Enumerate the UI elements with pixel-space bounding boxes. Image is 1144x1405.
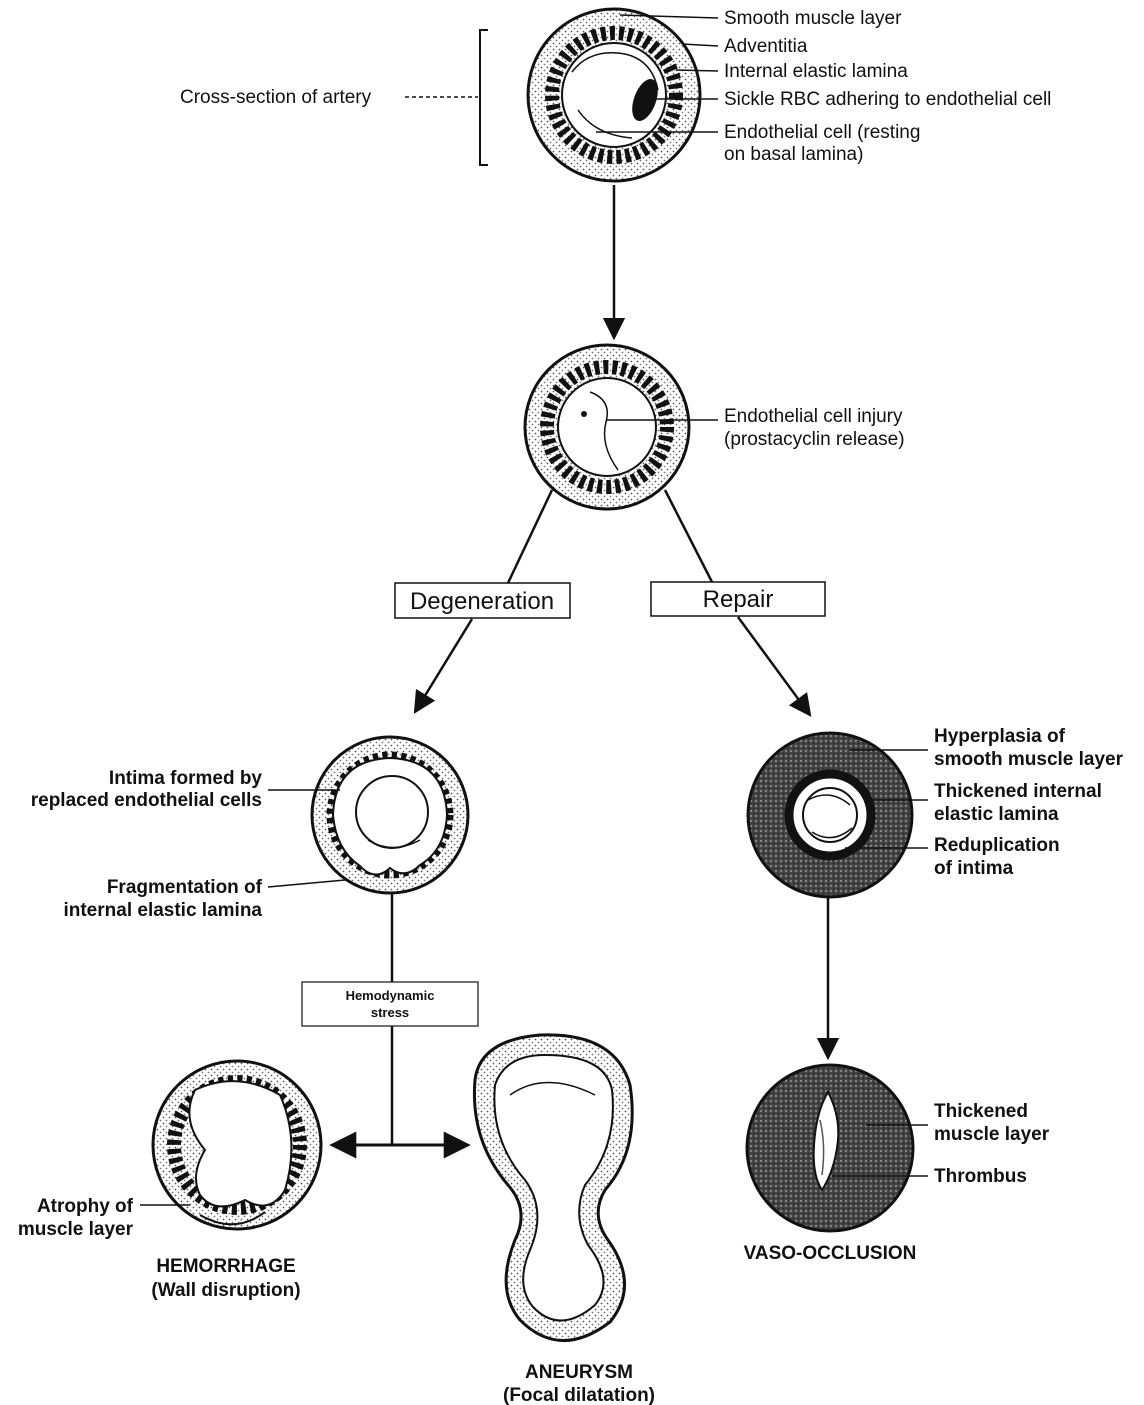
branch-line-left (506, 489, 554, 584)
vaso-occlusion-artery-figure (745, 1063, 915, 1233)
smooth-muscle-label: Smooth muscle layer (724, 8, 902, 29)
injury-label-line2: (prostacyclin release) (724, 429, 905, 450)
hyperplasia-label-line2: smooth muscle layer (934, 749, 1124, 770)
degenerated-artery-figure (310, 735, 470, 895)
degeneration-box: Degeneration (394, 582, 571, 619)
endothelial-label-line1: Endothelial cell (resting (724, 122, 920, 143)
stress-label-line1: Hemodynamic (346, 988, 435, 1003)
aneurysm-figure (472, 1033, 634, 1342)
intima-label-line2: replaced endothelial cells (31, 790, 262, 811)
thickened-muscle-label-line2: muscle layer (934, 1124, 1050, 1145)
reduplication-label-line1: Reduplication (934, 835, 1060, 856)
thickened-lamina-label-line2: elastic lamina (934, 804, 1059, 825)
vaso-occlusion-label: VASO-OCCLUSION (744, 1243, 917, 1264)
hemorrhage-artery-figure (151, 1059, 323, 1231)
top-artery-bracket (405, 29, 488, 166)
hyperplasia-label-line1: Hyperplasia of (934, 726, 1066, 747)
atrophy-label-line1: Atrophy of (37, 1196, 134, 1217)
resting-artery-figure (526, 7, 702, 183)
arrow-to-degeneration (413, 618, 474, 714)
repair-label: Repair (703, 586, 774, 613)
hemodynamic-stress-box: Hemodynamic stress (301, 981, 479, 1027)
thrombus-label: Thrombus (934, 1166, 1027, 1187)
endothelial-label-line2: on basal lamina) (724, 144, 863, 165)
hemorrhage-sublabel: (Wall disruption) (151, 1280, 300, 1301)
injured-artery-figure (523, 343, 691, 511)
intima-label-line1: Intima formed by (109, 768, 263, 789)
arrow-to-repair (736, 616, 812, 717)
thickened-muscle-label-line1: Thickened (934, 1101, 1028, 1122)
fragmentation-label-line2: internal elastic lamina (63, 900, 262, 921)
aneurysm-sublabel: (Focal dilatation) (503, 1385, 655, 1405)
thickened-lamina-label-line1: Thickened internal (934, 781, 1102, 802)
internal-elastic-label: Internal elastic lamina (724, 61, 908, 82)
stress-label-line2: stress (371, 1005, 409, 1020)
fragmentation-label-line1: Fragmentation of (107, 877, 263, 898)
repair-box: Repair (650, 581, 826, 617)
hemorrhage-label: HEMORRHAGE (156, 1256, 295, 1277)
aneurysm-label: ANEURYSM (525, 1362, 633, 1383)
top-leader-lines (596, 14, 719, 133)
fragmentation-leader-line (267, 879, 346, 888)
cross-section-label: Cross-section of artery (180, 87, 372, 108)
sickle-rbc-label: Sickle RBC adhering to endothelial cell (724, 89, 1051, 110)
branch-line-right (663, 489, 714, 583)
repaired-artery-figure (746, 731, 914, 899)
atrophy-label-line2: muscle layer (18, 1219, 134, 1240)
adventitia-label: Adventitia (724, 36, 808, 57)
injury-label-line1: Endothelial cell injury (724, 406, 903, 427)
reduplication-label-line2: of intima (934, 858, 1014, 879)
degeneration-label: Degeneration (410, 588, 554, 615)
